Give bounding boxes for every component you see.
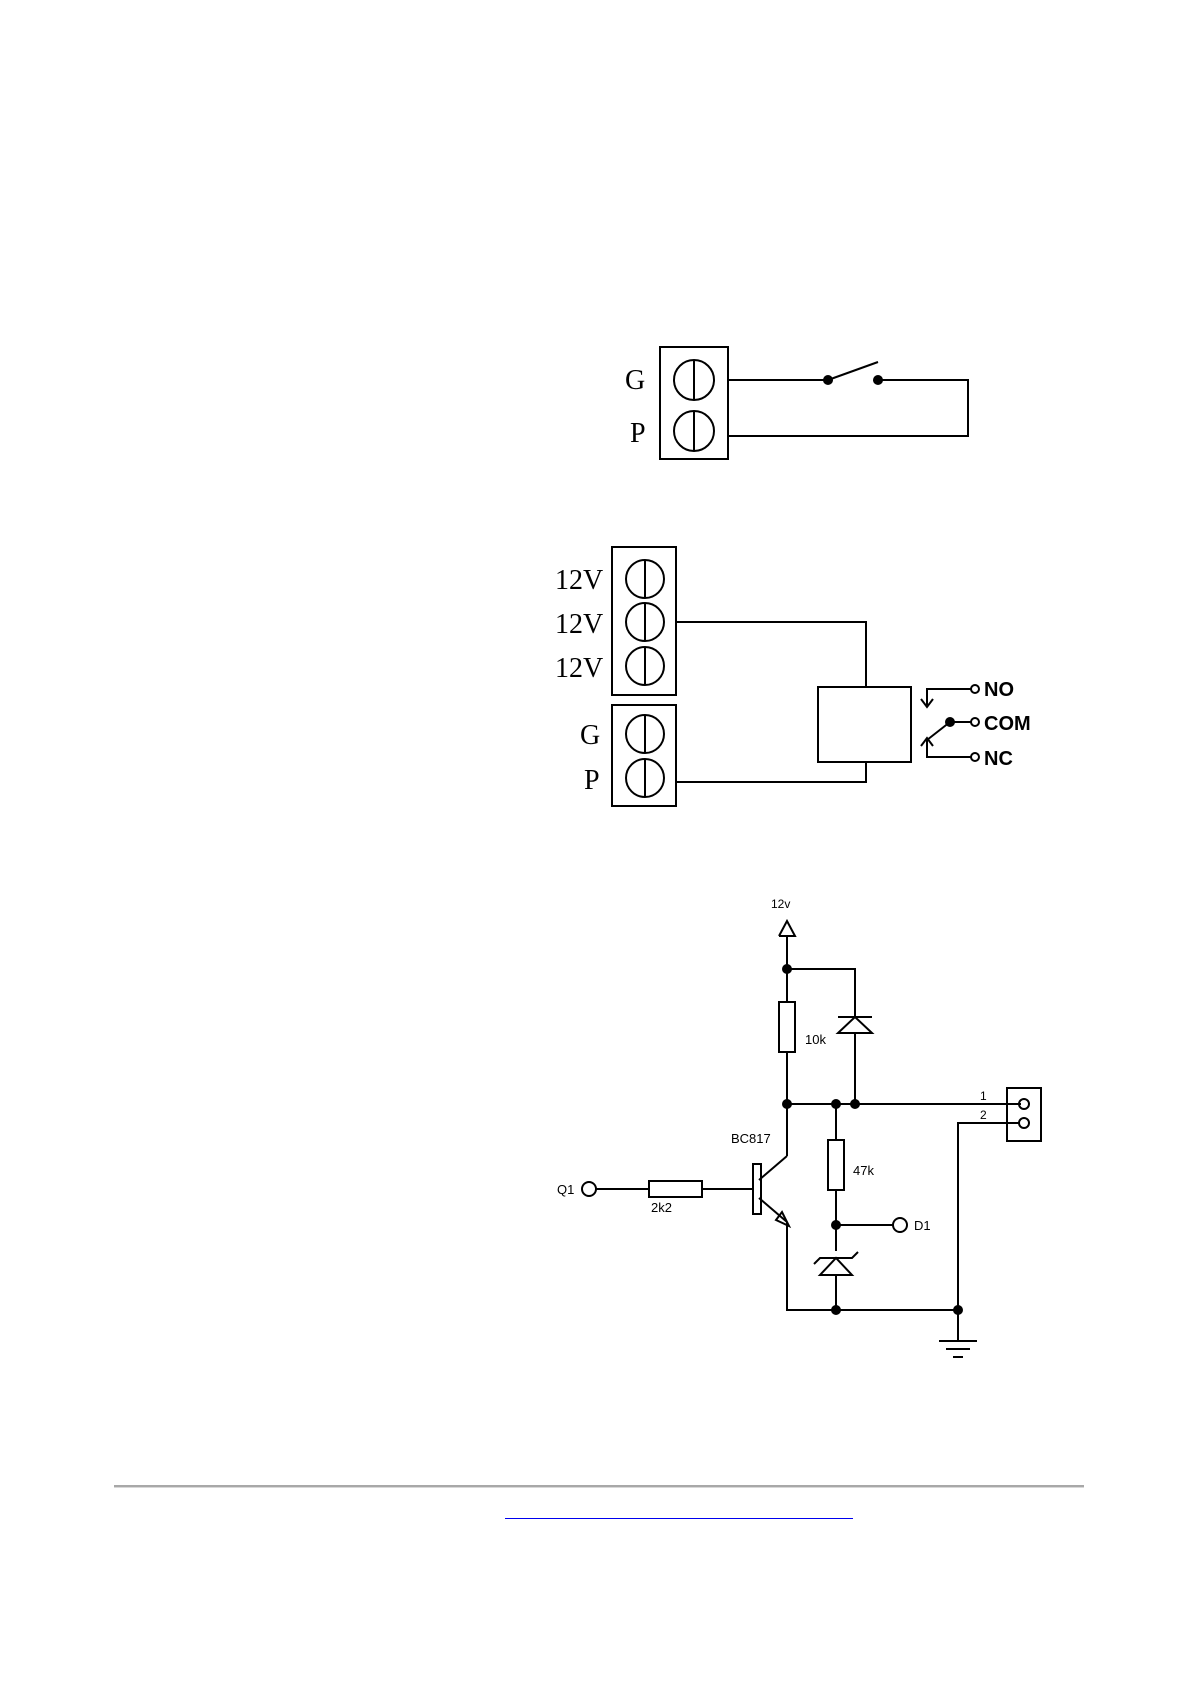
- terminal-label-g: G: [625, 365, 645, 396]
- diode-zener: [820, 1258, 852, 1275]
- wire-12v-to-relay: [676, 622, 866, 687]
- terminal-screw-g: [674, 360, 714, 400]
- wire-top: [787, 969, 855, 1017]
- junction: [832, 1100, 840, 1108]
- footer-link[interactable]: [505, 1496, 853, 1519]
- supply-label-12v: 12v: [771, 897, 790, 911]
- relay-coil: [818, 687, 911, 762]
- diagram-transistor-circuit: [582, 921, 1041, 1357]
- contact-nc-wire: [927, 740, 971, 757]
- terminal-screw-p: [626, 759, 664, 797]
- transistor-base-bar: [753, 1164, 761, 1214]
- wire-emitter: [787, 1222, 958, 1310]
- resistor-label-47k: 47k: [853, 1163, 874, 1178]
- junction: [783, 1100, 791, 1108]
- input-label-p: P: [584, 765, 600, 796]
- terminal-screw-p: [674, 411, 714, 451]
- supply-arrow: [779, 921, 795, 936]
- terminal-screw-12v: [626, 603, 664, 641]
- terminal-com: [971, 718, 979, 726]
- connector: [1007, 1088, 1041, 1141]
- contact-label-nc: NC: [984, 748, 1013, 770]
- connector-pin-2: [1019, 1118, 1029, 1128]
- terminal-nc: [971, 753, 979, 761]
- diode-flyback: [838, 1017, 872, 1033]
- junction: [832, 1221, 840, 1229]
- diode-zener-bar: [814, 1252, 858, 1264]
- junction: [832, 1306, 840, 1314]
- wire-return: [728, 380, 968, 436]
- junction: [783, 965, 791, 973]
- input-label-g: G: [580, 720, 600, 751]
- connector-pin-label-1: 1: [980, 1089, 987, 1103]
- transistor-collector-lead: [759, 1156, 787, 1180]
- transistor-emitter-lead: [759, 1198, 787, 1222]
- diagram-switch-wiring: [660, 347, 968, 459]
- transistor-label: BC817: [731, 1131, 771, 1146]
- terminal-screw-12v: [626, 647, 664, 685]
- contact-label-no: NO: [984, 679, 1014, 701]
- terminal-q1: [582, 1182, 596, 1196]
- terminal-no: [971, 685, 979, 693]
- footer-divider: [114, 1485, 1084, 1488]
- terminal-screw-12v: [626, 560, 664, 598]
- switch-contact: [874, 376, 882, 384]
- supply-label: 12V: [555, 609, 603, 640]
- input-label-q1: Q1: [557, 1182, 574, 1197]
- switch-lever: [828, 362, 878, 380]
- com-pivot: [946, 718, 954, 726]
- junction: [851, 1100, 859, 1108]
- connector-pin-label-2: 2: [980, 1108, 987, 1122]
- terminal-label-p: P: [630, 418, 646, 449]
- wire-p-to-relay: [676, 762, 866, 782]
- terminal-screw-g: [626, 715, 664, 753]
- wire-pin2: [958, 1123, 1019, 1310]
- resistor-47k: [828, 1140, 844, 1190]
- resistor-label-10k: 10k: [805, 1032, 826, 1047]
- junction: [954, 1306, 962, 1314]
- supply-label: 12V: [555, 565, 603, 596]
- supply-label: 12V: [555, 653, 603, 684]
- output-label-d1: D1: [914, 1218, 931, 1233]
- resistor-2k2: [649, 1181, 702, 1197]
- switch-contact: [824, 376, 832, 384]
- contact-label-com: COM: [984, 713, 1031, 735]
- resistor-10k: [779, 1002, 795, 1052]
- contact-no-wire: [927, 689, 971, 705]
- terminal-d1: [893, 1218, 907, 1232]
- resistor-label-2k2: 2k2: [651, 1200, 672, 1215]
- diagram-relay-wiring: [612, 547, 979, 806]
